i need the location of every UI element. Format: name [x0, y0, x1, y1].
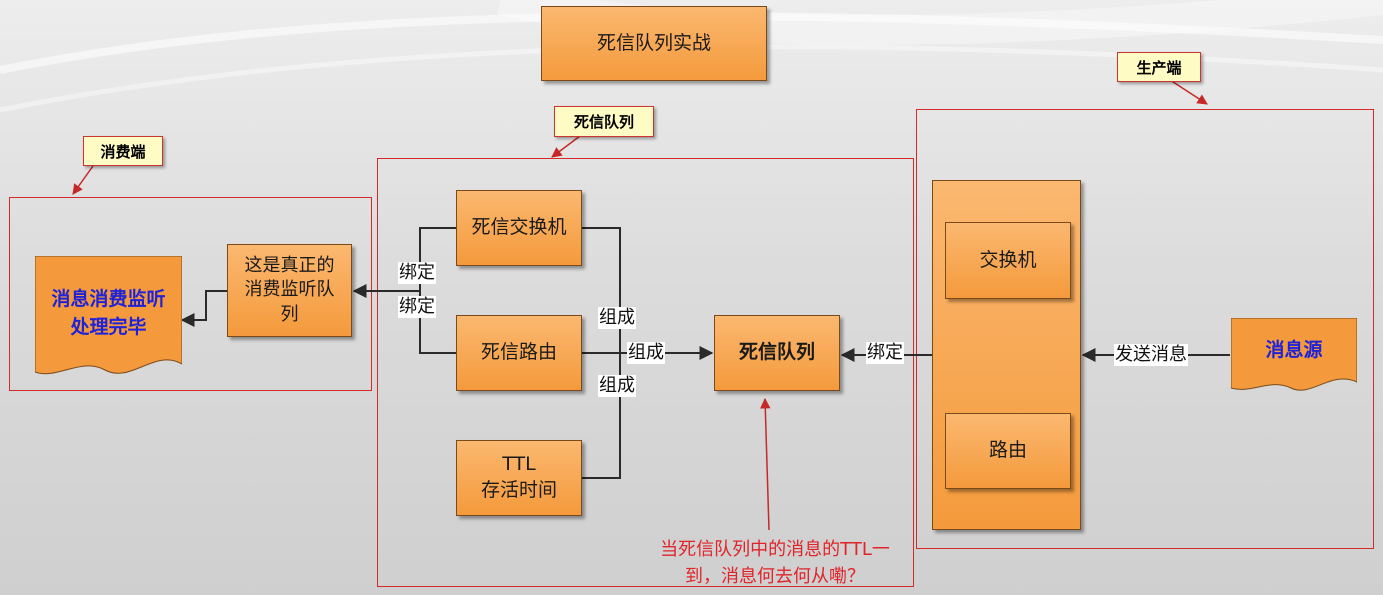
- dlq-callout-pointer: [551, 135, 581, 158]
- consume-result-line1: 消息消费监听: [51, 288, 166, 311]
- listener-queue-text: 这是真正的 消费监听队 列: [245, 254, 335, 327]
- producer-exchange-box: 交换机: [945, 222, 1071, 299]
- message-source-document: 消息源: [1231, 318, 1357, 396]
- compose-line-exchange: [582, 227, 621, 353]
- listener-result-arrow: [180, 290, 227, 327]
- listener-queue-line1: 这是真正的: [244, 255, 335, 277]
- ttl-box: TTL 存活时间: [456, 440, 582, 516]
- bind-bracket: [419, 227, 456, 354]
- ttl-question-line2: 到，消息何去何从嘞？: [685, 566, 865, 587]
- listener-queue-line3: 列: [280, 303, 299, 325]
- dlx-exchange-box: 死信交换机: [456, 190, 582, 266]
- dead-letter-queue-box: 死信队列: [714, 315, 840, 391]
- ttl-text-line2: 存活时间: [480, 479, 557, 501]
- producer-exchange-text: 交换机: [979, 248, 1037, 271]
- consume-result-line2: 处理完毕: [70, 316, 147, 338]
- dlx-exchange-text: 死信交换机: [471, 216, 567, 239]
- bind-label-2: 绑定: [398, 296, 436, 318]
- consumer-callout-pointer: [72, 165, 94, 195]
- ttl-question-line1: 当死信队列中的消息的TTL一: [660, 539, 890, 560]
- message-source-text: 消息源: [1265, 339, 1323, 362]
- note-pointer: [760, 397, 771, 531]
- dead-letter-queue-text: 死信队列: [738, 341, 815, 364]
- consume-result-document: 消息消费监听 处理完毕: [35, 256, 182, 384]
- producer-callout-text: 生产端: [1136, 58, 1182, 77]
- listener-queue-box: 这是真正的 消费监听队 列: [227, 244, 352, 337]
- consumer-callout-text: 消费端: [100, 142, 146, 161]
- compose-label-3: 组成: [598, 375, 636, 397]
- consumer-callout: 消费端: [83, 136, 163, 166]
- ttl-text-line1: TTL: [502, 453, 536, 476]
- diagram-title: 死信队列实战: [541, 6, 767, 81]
- bind-label-1: 绑定: [398, 262, 436, 284]
- document-shape-icon: [35, 256, 182, 375]
- producer-callout-pointer: [1169, 79, 1208, 105]
- producer-routing-box: 路由: [945, 413, 1071, 489]
- diagram-title-text: 死信队列实战: [596, 31, 711, 54]
- dlq-callout-text: 死信队列: [573, 113, 634, 131]
- compose-line-ttl: [582, 353, 621, 479]
- send-label: 发送消息: [1114, 344, 1188, 366]
- consumer-frame: [9, 197, 372, 391]
- ttl-question-note: 当死信队列中的消息的TTL一 到，消息何去何从嘞？: [640, 536, 910, 590]
- dlx-routing-box: 死信路由: [456, 315, 582, 391]
- consume-result-text: 消息消费监听 处理完毕: [51, 286, 165, 341]
- compose-label-2: 组成: [627, 342, 665, 364]
- producer-callout: 生产端: [1117, 52, 1201, 82]
- listener-queue-line2: 消费监听队: [244, 279, 335, 301]
- dlq-callout: 死信队列: [554, 106, 654, 137]
- producer-frame: [916, 109, 1374, 549]
- dlq-frame: [377, 158, 914, 587]
- ttl-text: TTL 存活时间: [481, 452, 557, 503]
- dlx-routing-text: 死信路由: [480, 341, 557, 364]
- producer-routing-text: 路由: [988, 439, 1027, 462]
- document-shape-icon: [1231, 318, 1357, 391]
- compose-label-1: 组成: [598, 307, 636, 329]
- producer-bind-label: 绑定: [866, 342, 904, 364]
